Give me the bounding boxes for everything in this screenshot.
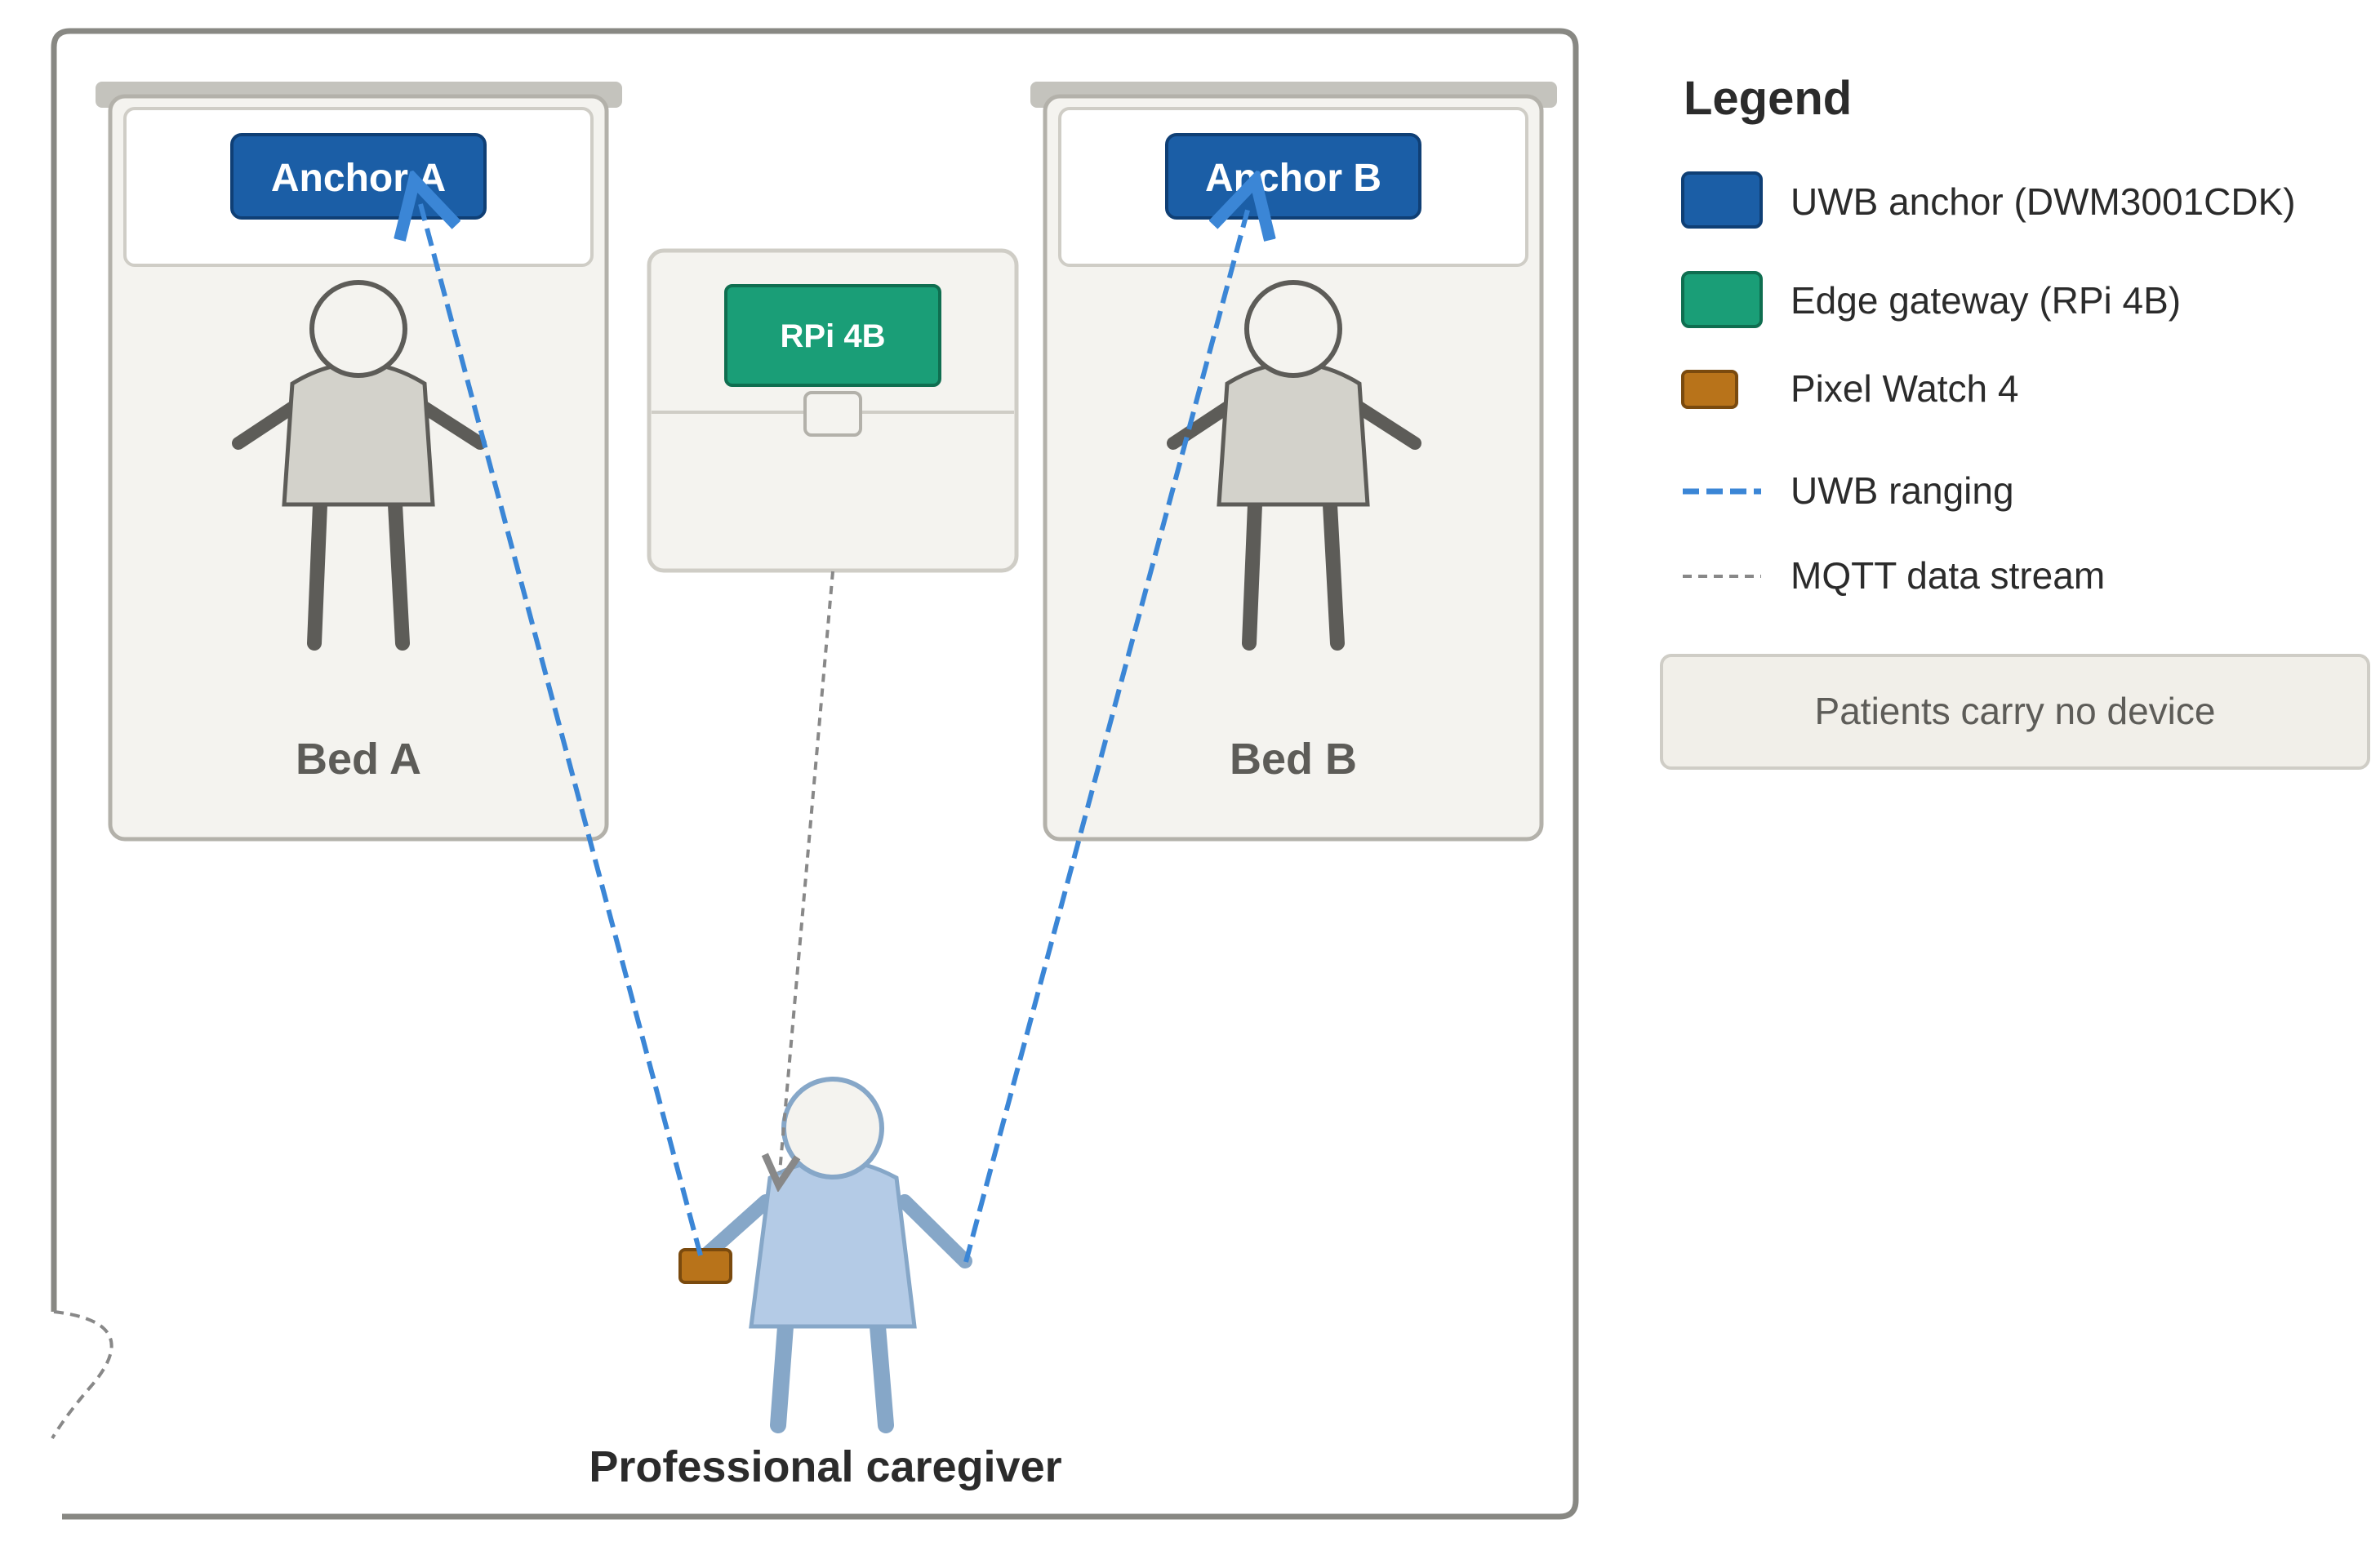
bed-a-label: Bed A [296, 735, 421, 784]
nightstand-handle [803, 391, 862, 437]
watch-swatch-icon [1681, 370, 1738, 409]
patient-b-figure [1167, 280, 1421, 651]
gateway-swatch-icon [1681, 271, 1763, 328]
legend-item-mqtt: MQTT data stream [1791, 554, 2105, 597]
door-swing [51, 1310, 113, 1440]
room-outline [51, 28, 1579, 1520]
legend-note: Patients carry no device [1815, 690, 2216, 732]
anchor-a-label: Anchor A [271, 157, 446, 200]
mqtt-data-stream-line [780, 571, 834, 1172]
anchor-b-label: Anchor B [1205, 157, 1381, 200]
legend-item-watch: Pixel Watch 4 [1791, 367, 2019, 410]
anchor-swatch-icon [1681, 171, 1763, 229]
legend-item-uwb-ranging: UWB ranging [1791, 469, 2014, 512]
bed-b-label: Bed B [1230, 735, 1357, 784]
legend-title: Legend [1684, 72, 1852, 125]
caregiver-figure [678, 1077, 972, 1433]
caregiver-label: Professional caregiver [589, 1442, 1061, 1491]
bed-b: Anchor B Bed B [1030, 82, 1557, 842]
nightstand: RPi 4B [647, 248, 1019, 573]
patient-a-figure [232, 280, 487, 651]
gateway-rpi [724, 284, 941, 387]
note-box [1660, 654, 2370, 770]
pixel-watch [678, 1248, 732, 1284]
legend: Legend UWB anchor (DWM3001CDK) Edge gate… [1660, 72, 2370, 770]
gateway-label: RPi 4B [781, 318, 886, 354]
legend-item-anchor: UWB anchor (DWM3001CDK) [1791, 180, 2296, 223]
legend-item-gateway: Edge gateway (RPi 4B) [1791, 279, 2181, 322]
bed-a: Anchor A Bed A [96, 82, 622, 842]
